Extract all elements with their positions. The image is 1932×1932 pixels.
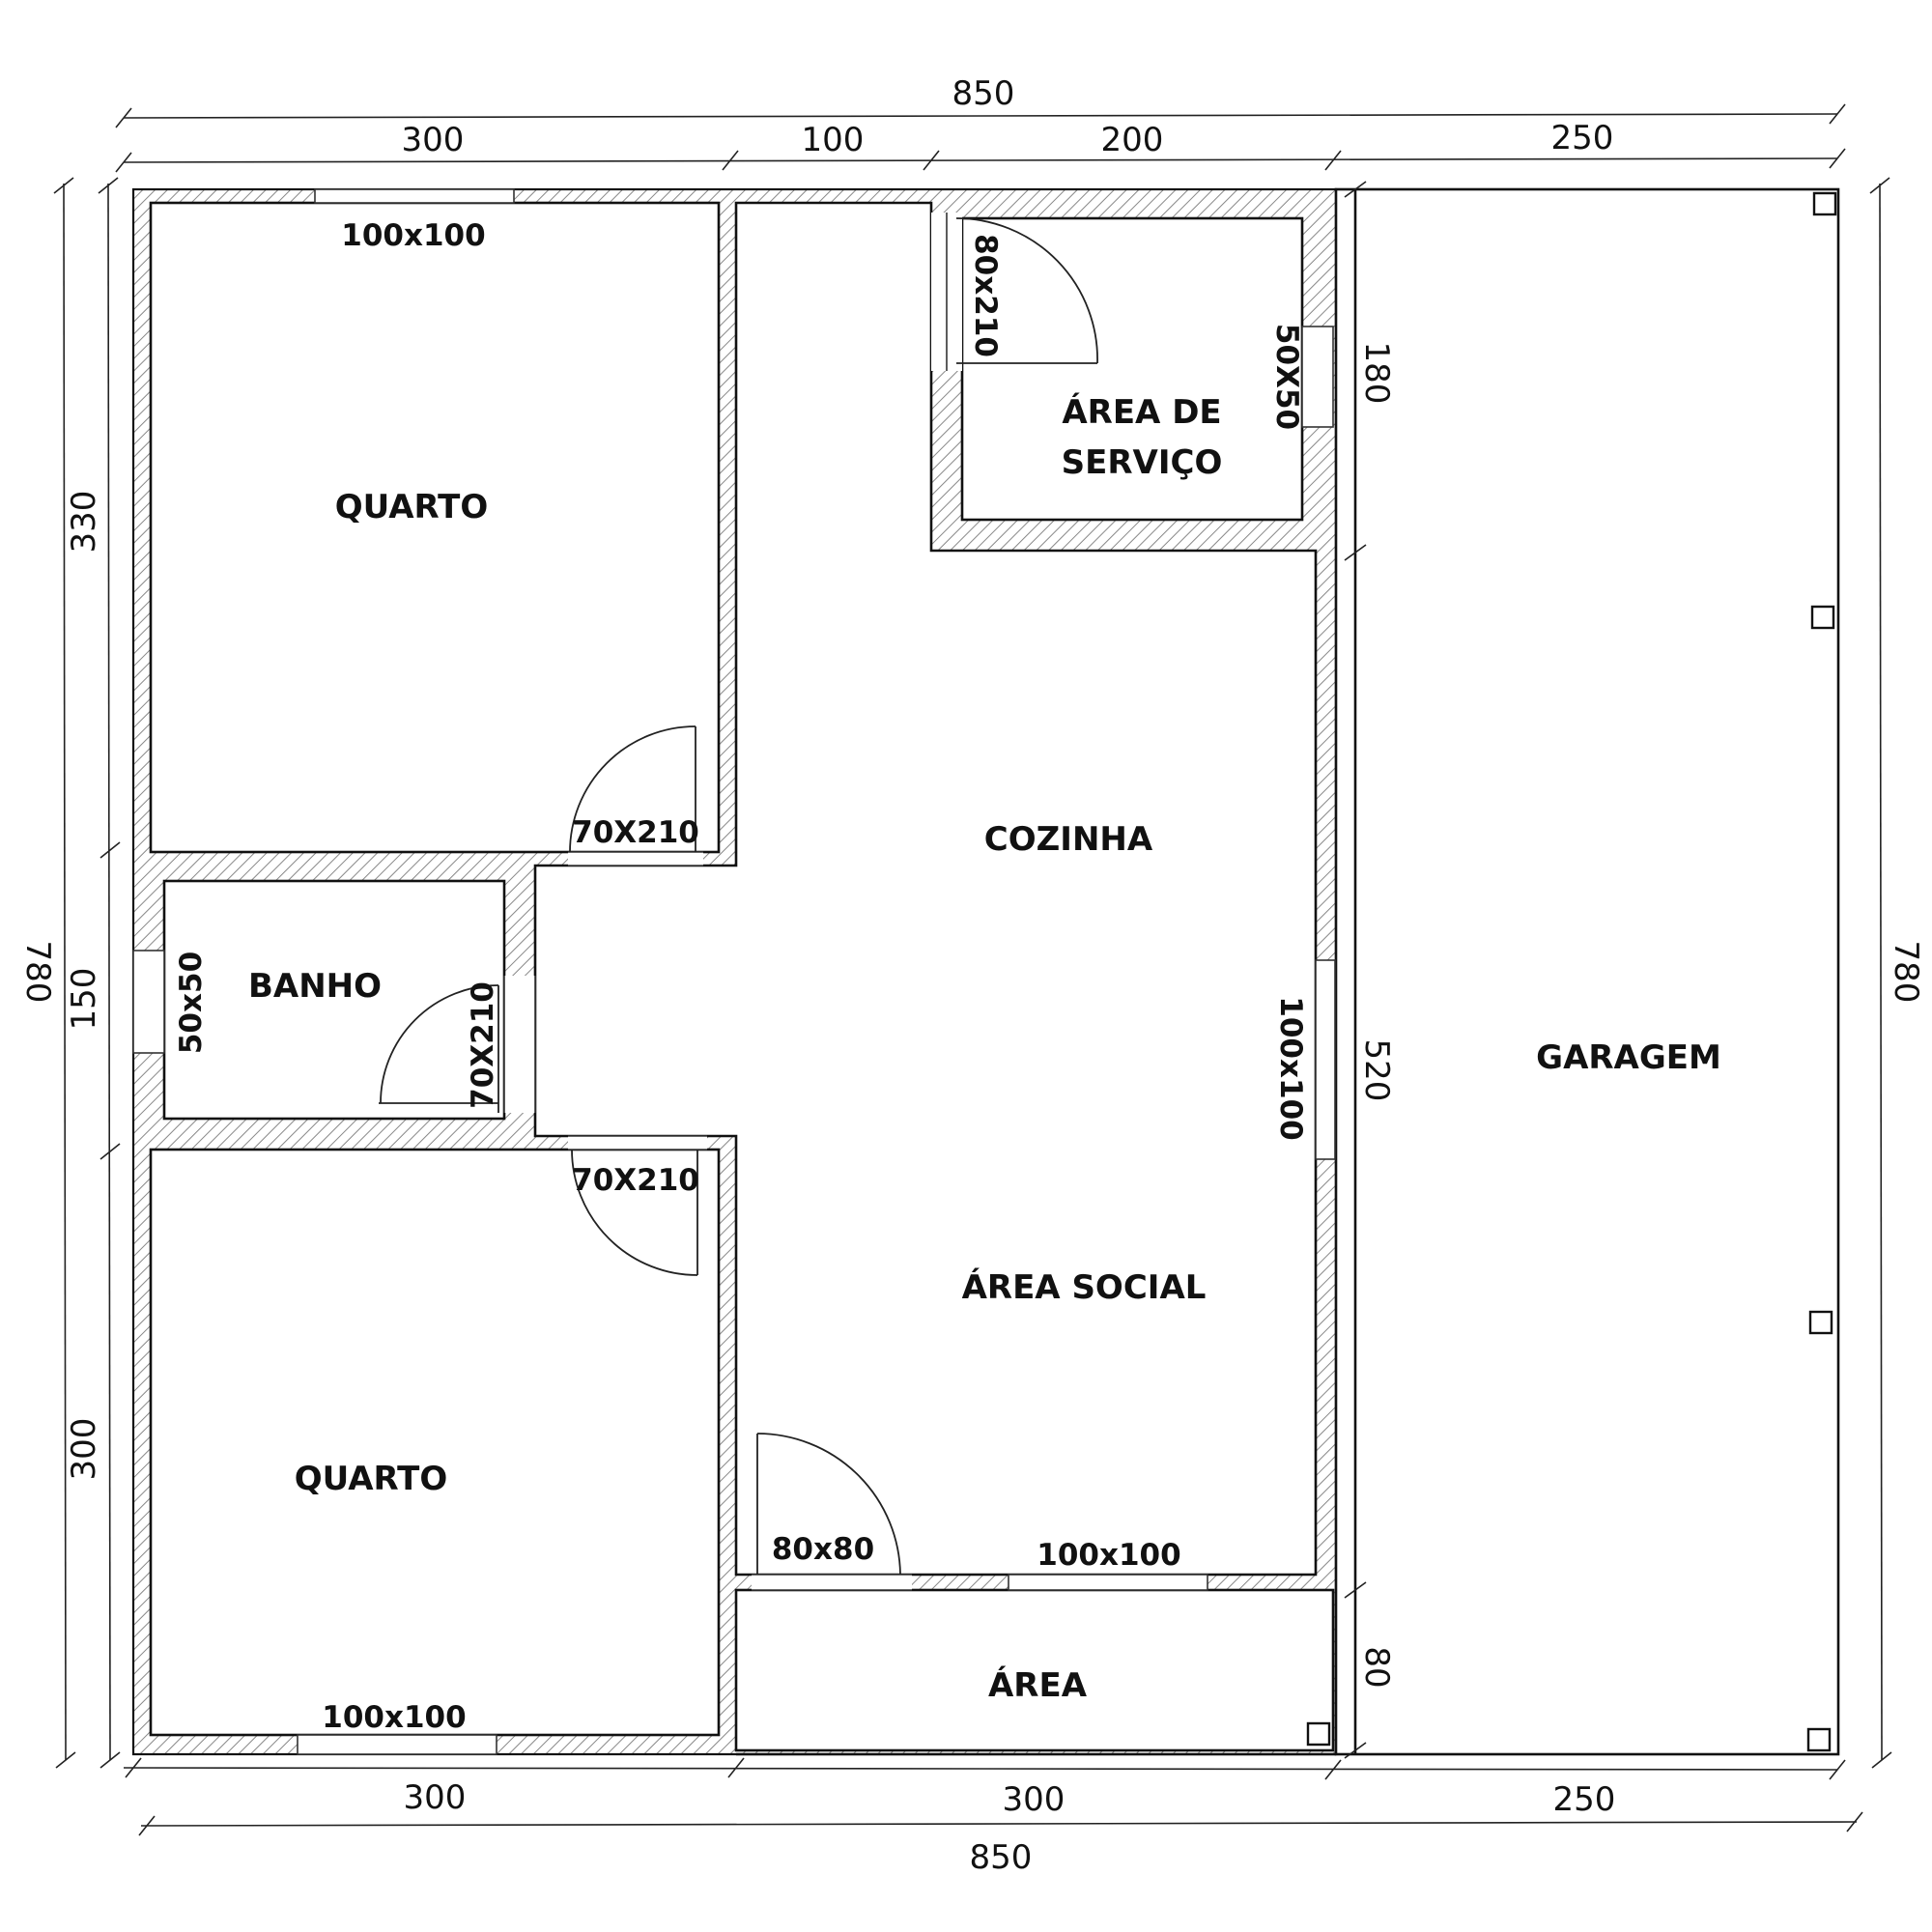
dim-tick bbox=[1829, 103, 1846, 125]
dim-tick bbox=[99, 841, 121, 859]
dim-left-150: 150 bbox=[65, 968, 103, 1031]
label-door-quarto-bottom: 70X210 bbox=[572, 1163, 699, 1198]
label-quarto-top: QUARTO bbox=[335, 488, 489, 526]
area-post bbox=[1306, 1721, 1331, 1747]
dim-tick bbox=[125, 1757, 142, 1778]
dim-line-top-segments bbox=[123, 157, 1838, 163]
dim-tick bbox=[727, 1757, 745, 1778]
window-quarto-top bbox=[314, 188, 515, 204]
dim-tick bbox=[138, 1815, 156, 1836]
dim-top-250: 250 bbox=[1551, 119, 1614, 157]
dim-tick bbox=[55, 1751, 76, 1769]
garage-area bbox=[1334, 187, 1840, 1756]
doorway-quarto-top bbox=[568, 852, 703, 866]
garage-post bbox=[1808, 1310, 1833, 1335]
dim-tick bbox=[115, 107, 132, 128]
dim-tick bbox=[1324, 1759, 1342, 1780]
label-garagem: GARAGEM bbox=[1536, 1038, 1721, 1077]
dim-tick bbox=[53, 177, 74, 194]
dim-top-total: 850 bbox=[952, 74, 1015, 113]
dim-line-right-total bbox=[1879, 183, 1883, 1761]
dim-top-100: 100 bbox=[802, 121, 865, 159]
door-swing-quarto-top bbox=[569, 725, 696, 853]
dim-left-300: 300 bbox=[65, 1418, 103, 1481]
label-area-social: ÁREA SOCIAL bbox=[962, 1267, 1207, 1307]
dim-left-total: 780 bbox=[18, 941, 57, 1004]
dim-bottom-total: 850 bbox=[970, 1838, 1033, 1877]
label-cozinha: COZINHA bbox=[984, 820, 1153, 859]
room-area-servico bbox=[960, 216, 1304, 522]
label-quarto-bottom: QUARTO bbox=[295, 1460, 448, 1498]
label-window-banho: 50x50 bbox=[174, 952, 209, 1054]
dim-line-bottom-total bbox=[140, 1821, 1858, 1827]
dim-top-300: 300 bbox=[402, 121, 465, 159]
door-swing-servico bbox=[955, 217, 1098, 364]
door-swing-quarto-bottom bbox=[571, 1149, 698, 1276]
dim-tick bbox=[99, 1143, 121, 1160]
dim-tick bbox=[115, 152, 132, 173]
room-quarto-bottom bbox=[149, 1148, 721, 1737]
label-area-servico-1: ÁREA DE bbox=[1062, 392, 1221, 432]
dim-tick bbox=[98, 177, 119, 194]
window-social bbox=[1008, 1574, 1208, 1591]
dim-tick bbox=[1344, 1581, 1367, 1599]
garage-post bbox=[1812, 191, 1837, 216]
label-window-cozinha: 100x100 bbox=[1273, 996, 1308, 1140]
label-door-entrada: 80x80 bbox=[772, 1532, 874, 1567]
dim-line-top-total bbox=[123, 113, 1838, 119]
dim-bottom-300-a: 300 bbox=[404, 1778, 467, 1817]
dim-tick bbox=[1871, 1751, 1892, 1769]
dim-inner-520: 520 bbox=[1357, 1039, 1396, 1102]
dim-line-left-segments bbox=[107, 183, 111, 1761]
dim-tick bbox=[1344, 544, 1367, 561]
label-area-servico-2: SERVIÇO bbox=[1062, 443, 1223, 482]
label-window-quarto-top: 100x100 bbox=[341, 218, 485, 253]
dim-left-330: 330 bbox=[65, 491, 103, 554]
dim-top-200: 200 bbox=[1101, 121, 1164, 159]
window-banho bbox=[132, 950, 165, 1054]
dim-tick bbox=[1344, 1742, 1367, 1759]
room-area bbox=[734, 1588, 1335, 1752]
dim-inner-80: 80 bbox=[1357, 1646, 1396, 1688]
dim-tick bbox=[923, 150, 940, 171]
label-door-quarto-top: 70X210 bbox=[572, 815, 699, 850]
doorway-quarto-bottom bbox=[568, 1136, 707, 1150]
dim-right-total: 780 bbox=[1887, 941, 1925, 1004]
window-cozinha bbox=[1315, 959, 1336, 1160]
garage-post bbox=[1806, 1727, 1832, 1752]
door-swing-entrada bbox=[756, 1433, 901, 1576]
door-swing-banho bbox=[379, 984, 499, 1113]
label-banho: BANHO bbox=[248, 967, 382, 1006]
dim-tick bbox=[1846, 1811, 1863, 1833]
label-window-social: 100x100 bbox=[1037, 1538, 1180, 1573]
garage-post bbox=[1810, 605, 1835, 630]
label-door-servico: 80x210 bbox=[968, 234, 1003, 357]
label-area: ÁREA bbox=[988, 1665, 1088, 1705]
label-window-servico: 50X50 bbox=[1269, 324, 1304, 430]
dim-bottom-250: 250 bbox=[1553, 1780, 1616, 1819]
room-quarto-top bbox=[149, 201, 721, 854]
dim-tick bbox=[1324, 150, 1342, 171]
dim-tick bbox=[1869, 177, 1890, 194]
dim-tick bbox=[99, 1751, 121, 1769]
window-quarto-bottom bbox=[297, 1734, 497, 1755]
dim-bottom-300-b: 300 bbox=[1003, 1780, 1065, 1819]
doorway-banho bbox=[504, 976, 535, 1113]
label-door-banho: 70X210 bbox=[466, 981, 500, 1109]
doorway-entrada bbox=[752, 1575, 912, 1590]
window-servico bbox=[1301, 326, 1334, 428]
dim-line-left-total bbox=[63, 183, 67, 1761]
dim-tick bbox=[722, 150, 739, 171]
room-banho bbox=[162, 879, 506, 1121]
dim-line-bottom-segments bbox=[123, 1767, 1838, 1771]
dim-tick bbox=[1344, 181, 1367, 198]
label-window-quarto-bottom: 100x100 bbox=[322, 1700, 466, 1735]
dim-inner-180: 180 bbox=[1357, 342, 1396, 405]
dim-tick bbox=[1829, 148, 1846, 169]
dim-tick bbox=[1829, 1759, 1846, 1780]
